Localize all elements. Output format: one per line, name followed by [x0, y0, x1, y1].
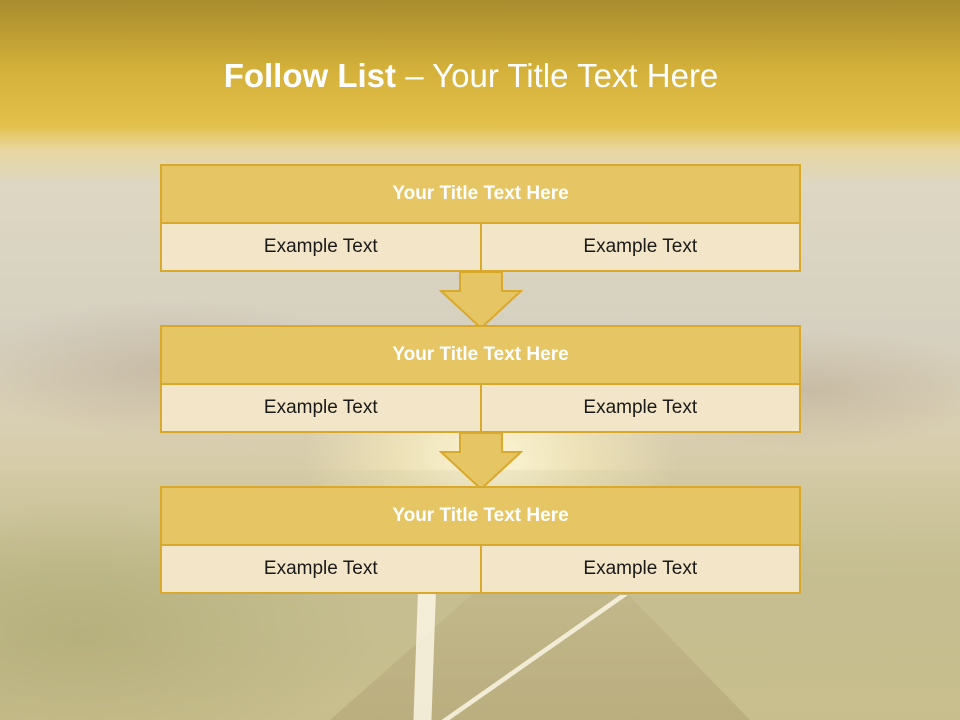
step-block-2: Your Title Text Here Example Text Exampl…	[160, 325, 801, 433]
step-left-text: Example Text	[263, 236, 378, 257]
down-arrow-icon	[439, 432, 523, 490]
step-right-text: Example Text	[479, 385, 800, 431]
step-row: Example Text Example Text	[162, 224, 799, 270]
slide-title: Follow List – Your Title Text Here	[0, 52, 942, 100]
step-right-text: Example Text	[479, 546, 800, 592]
step-right-text: Example Text	[479, 224, 800, 270]
step-row: Example Text Example Text	[162, 546, 799, 592]
slide-title-rest: – Your Title Text Here	[396, 57, 719, 94]
step-row: Example Text Example Text	[162, 385, 799, 431]
slide-title-bold: Follow List	[223, 57, 397, 94]
step-block-1: Your Title Text Here Example Text Exampl…	[160, 164, 801, 272]
step-left-text: Example Text	[263, 558, 378, 579]
step-left-text: Example Text	[263, 397, 378, 418]
step-title: Your Title Text Here	[162, 166, 799, 224]
step-title: Your Title Text Here	[162, 488, 799, 546]
step-block-3: Your Title Text Here Example Text Exampl…	[160, 486, 801, 594]
down-arrow-icon	[439, 271, 523, 329]
step-title: Your Title Text Here	[162, 327, 799, 385]
